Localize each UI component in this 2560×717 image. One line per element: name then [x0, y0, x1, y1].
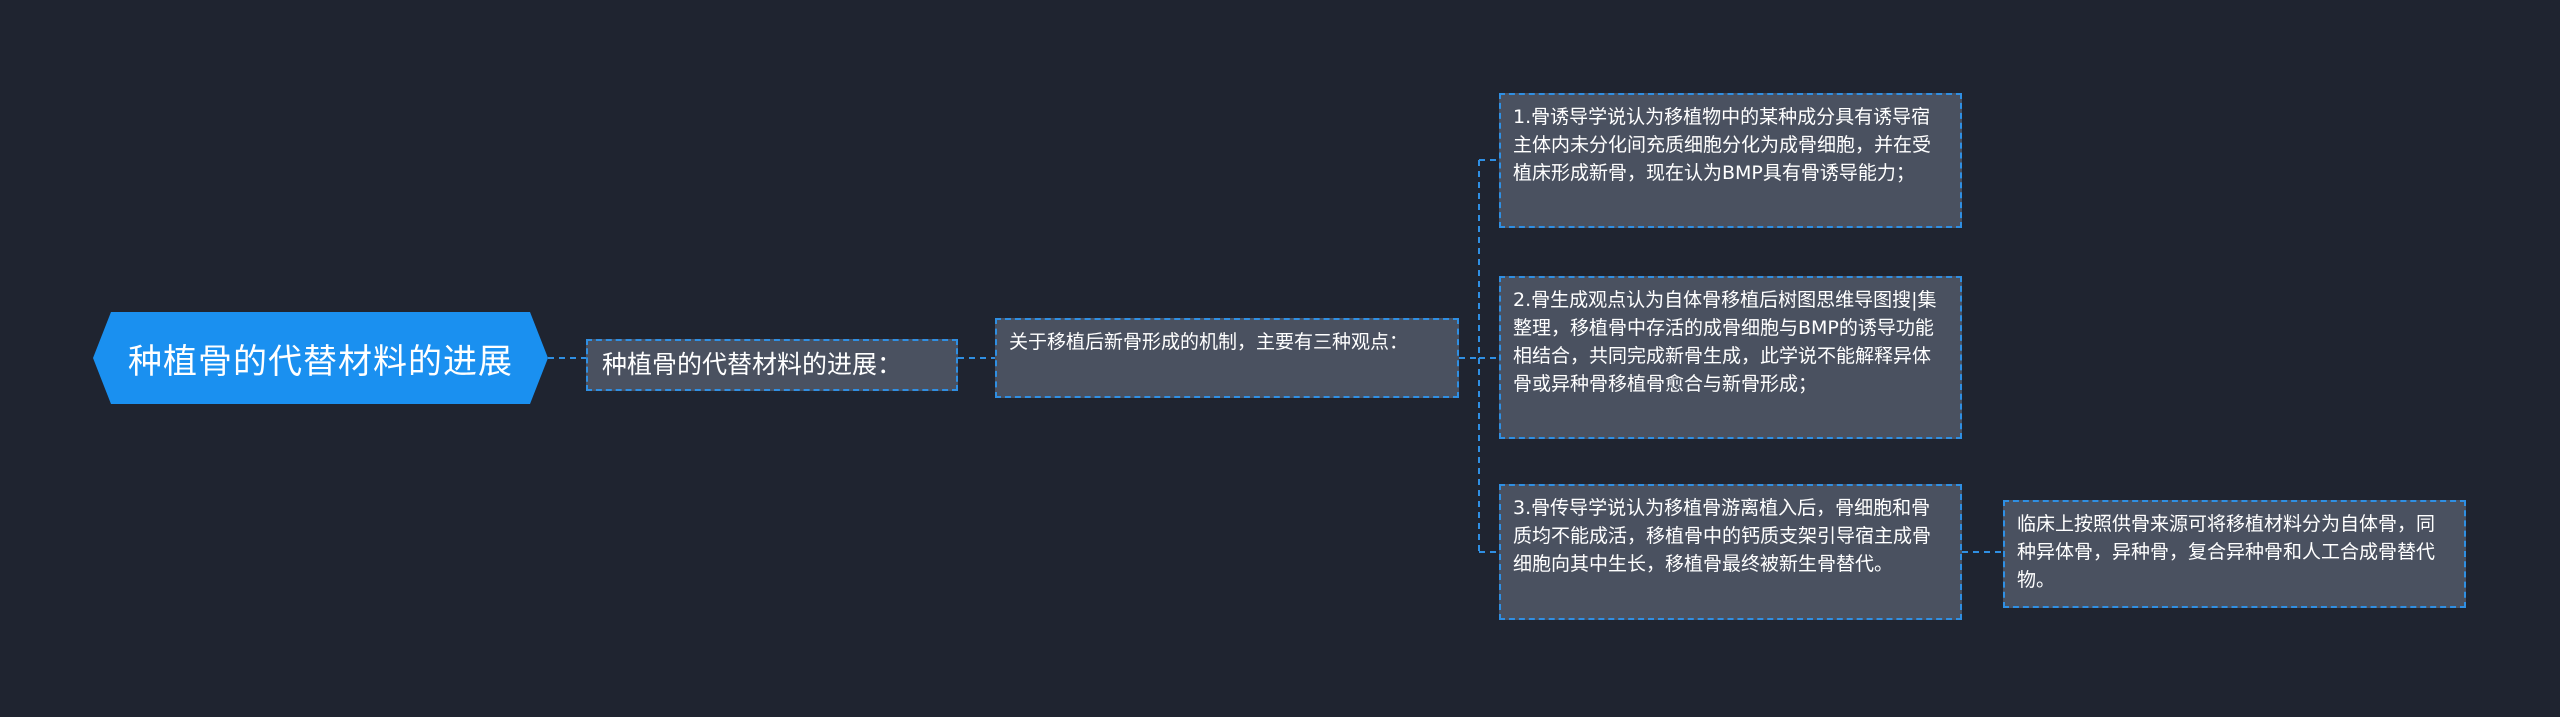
classification-topic[interactable]: 临床上按照供骨来源可将移植材料分为自体骨，同种异体骨，异种骨，复合异种骨和人工合…: [2003, 500, 2466, 608]
mechanism-topic-label: 关于移植后新骨形成的机制，主要有三种观点：: [1009, 331, 1409, 353]
branch-topic[interactable]: 种植骨的代替材料的进展：: [586, 339, 958, 391]
view-2-topic[interactable]: 2.骨生成观点认为自体骨移植后树图思维导图搜|集整理，移植骨中存活的成骨细胞与B…: [1499, 276, 1962, 439]
view-3-text: 3.骨传导学说认为移植骨游离植入后，骨细胞和骨质均不能成活，移植骨中的钙质支架引…: [1513, 497, 1932, 575]
view-1-topic[interactable]: 1.骨诱导学说认为移植物中的某种成分具有诱导宿主体内未分化间充质细胞分化为成骨细…: [1499, 93, 1962, 228]
view-1-text: 1.骨诱导学说认为移植物中的某种成分具有诱导宿主体内未分化间充质细胞分化为成骨细…: [1513, 106, 1932, 184]
branch-topic-label: 种植骨的代替材料的进展：: [602, 350, 903, 379]
view-3-topic[interactable]: 3.骨传导学说认为移植骨游离植入后，骨细胞和骨质均不能成活，移植骨中的钙质支架引…: [1499, 484, 1962, 620]
root-topic[interactable]: 种植骨的代替材料的进展: [93, 312, 548, 404]
classification-text: 临床上按照供骨来源可将移植材料分为自体骨，同种异体骨，异种骨，复合异种骨和人工合…: [2017, 513, 2436, 591]
mechanism-topic[interactable]: 关于移植后新骨形成的机制，主要有三种观点：: [995, 318, 1459, 398]
view-2-text: 2.骨生成观点认为自体骨移植后树图思维导图搜|集整理，移植骨中存活的成骨细胞与B…: [1513, 289, 1937, 395]
root-topic-label: 种植骨的代替材料的进展: [128, 341, 513, 382]
